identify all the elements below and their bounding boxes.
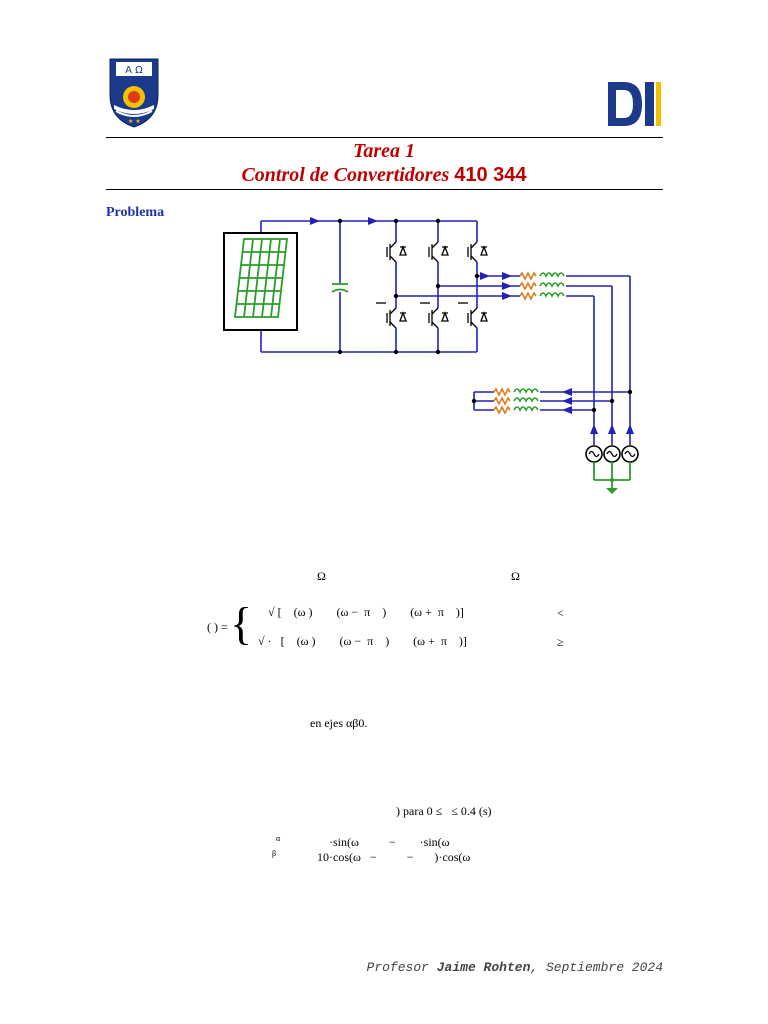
- header-bottom-rule: [106, 189, 663, 190]
- university-logo: A Ω ★ ★: [108, 57, 160, 129]
- equation-row-1: √ [ (ω ) (ω − π ) (ω + π )]: [268, 605, 464, 619]
- footer-prefix: Profesor: [366, 960, 437, 975]
- omega-left: Ω: [317, 569, 326, 583]
- course-title: Control de Convertidores 410 344: [0, 164, 768, 187]
- circuit-diagram: [223, 217, 639, 494]
- equation-row-2: √ · [ (ω ) (ω − π ) (ω + π )]: [258, 634, 467, 648]
- course-name: Control de Convertidores: [241, 164, 450, 186]
- equation-row-2-condition: ≥: [557, 635, 564, 649]
- professor-name: Jaime Rohten: [436, 960, 531, 975]
- axes-text: en ejes αβ0.: [310, 716, 368, 730]
- logo-letters: A Ω: [125, 65, 143, 76]
- svg-text:★ ★: ★ ★: [128, 118, 141, 125]
- beta-row: 10·cos(ω − − )·cos(ω: [317, 850, 471, 864]
- header-top-rule: [106, 137, 663, 138]
- equation-row-1-condition: <: [557, 606, 564, 620]
- course-code: 410 344: [454, 164, 527, 186]
- alpha-row: ·sin(ω − ·sin(ω: [329, 835, 450, 849]
- footer-credit: Profesor Jaime Rohten, Septiembre 2024: [340, 960, 663, 975]
- section-label: Problema: [106, 205, 165, 220]
- range-text: ) para 0 ≤ ≤ 0.4 (s): [396, 804, 492, 818]
- equation-lhs: ( ) =: [207, 620, 228, 634]
- alpha-subscript: α: [276, 834, 281, 843]
- piecewise-brace: {: [230, 598, 253, 649]
- footer-suffix: , Septiembre 2024: [530, 960, 663, 975]
- beta-subscript: β: [272, 849, 277, 858]
- department-logo: [606, 78, 664, 130]
- omega-right: Ω: [511, 569, 520, 583]
- page-title: Tarea 1: [352, 140, 416, 162]
